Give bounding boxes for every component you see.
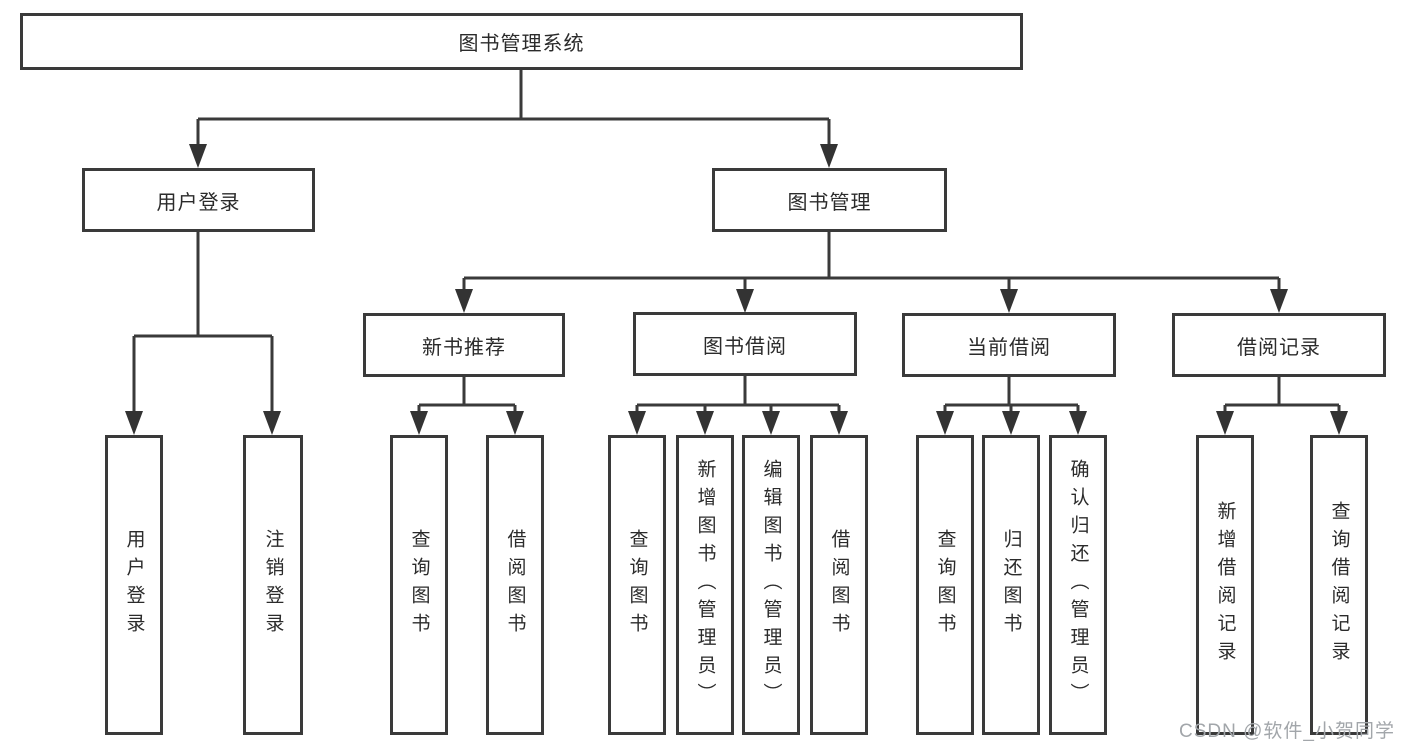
node-new-book-recommend-label: 新书推荐 bbox=[422, 336, 506, 359]
leaf-add-books-admin: 新增图书（管理员） bbox=[676, 435, 734, 735]
node-book-management: 图书管理 bbox=[712, 168, 947, 232]
node-book-borrowing-label: 图书借阅 bbox=[703, 335, 787, 358]
leaf-edit-books-admin: 编辑图书（管理员） bbox=[742, 435, 800, 735]
leaf-query-books-3-label: 查询图书 bbox=[934, 529, 956, 641]
leaf-borrow-books-2: 借阅图书 bbox=[810, 435, 868, 735]
leaf-query-books-2: 查询图书 bbox=[608, 435, 666, 735]
leaf-query-books-1-label: 查询图书 bbox=[408, 529, 430, 641]
watermark: CSDN @软件_小贺同学 bbox=[1179, 721, 1395, 742]
leaf-query-books-2-label: 查询图书 bbox=[626, 529, 648, 641]
leaf-confirm-return-admin-label: 确认归还（管理员） bbox=[1067, 459, 1089, 711]
node-borrow-records: 借阅记录 bbox=[1172, 313, 1386, 377]
leaf-borrow-books-1-label: 借阅图书 bbox=[504, 529, 526, 641]
node-user-login: 用户登录 bbox=[82, 168, 315, 232]
leaf-return-books: 归还图书 bbox=[982, 435, 1040, 735]
node-borrow-records-label: 借阅记录 bbox=[1237, 336, 1321, 359]
leaf-logout-label: 注销登录 bbox=[262, 529, 284, 641]
leaf-logout: 注销登录 bbox=[243, 435, 303, 735]
leaf-add-borrow-record: 新增借阅记录 bbox=[1196, 435, 1254, 735]
leaf-return-books-label: 归还图书 bbox=[1000, 529, 1022, 641]
node-user-login-label: 用户登录 bbox=[156, 191, 241, 214]
leaf-add-books-admin-label: 新增图书（管理员） bbox=[694, 459, 716, 711]
leaf-query-borrow-record: 查询借阅记录 bbox=[1310, 435, 1368, 735]
leaf-query-books-3: 查询图书 bbox=[916, 435, 974, 735]
root-node-label: 图书管理系统 bbox=[458, 33, 585, 55]
root-node-library-system: 图书管理系统 bbox=[20, 13, 1023, 70]
node-current-borrowing-label: 当前借阅 bbox=[967, 336, 1051, 359]
leaf-user-login: 用户登录 bbox=[105, 435, 163, 735]
leaf-query-books-1: 查询图书 bbox=[390, 435, 448, 735]
leaf-add-borrow-record-label: 新增借阅记录 bbox=[1214, 501, 1236, 669]
leaf-borrow-books-1: 借阅图书 bbox=[486, 435, 544, 735]
leaf-query-borrow-record-label: 查询借阅记录 bbox=[1328, 501, 1350, 669]
leaf-edit-books-admin-label: 编辑图书（管理员） bbox=[760, 459, 782, 711]
leaf-confirm-return-admin: 确认归还（管理员） bbox=[1049, 435, 1107, 735]
leaf-user-login-label: 用户登录 bbox=[123, 529, 145, 641]
leaf-borrow-books-2-label: 借阅图书 bbox=[828, 529, 850, 641]
node-book-management-label: 图书管理 bbox=[787, 191, 872, 214]
node-current-borrowing: 当前借阅 bbox=[902, 313, 1116, 377]
node-new-book-recommend: 新书推荐 bbox=[363, 313, 565, 377]
node-book-borrowing: 图书借阅 bbox=[633, 312, 857, 376]
